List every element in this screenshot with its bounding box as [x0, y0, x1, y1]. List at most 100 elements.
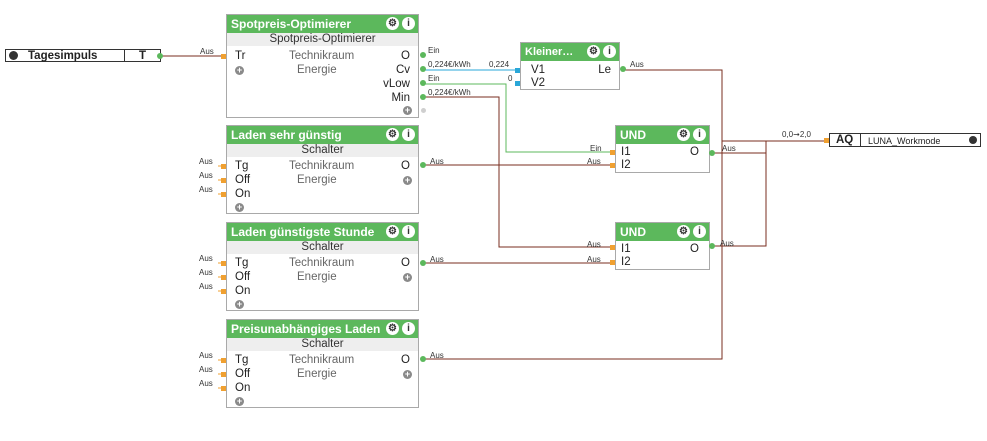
output-value-vlow: Ein [428, 74, 440, 83]
output-label-cv: Cv [395, 64, 410, 76]
block-category: Energie [297, 271, 337, 283]
output-value-cv: 0,224€/kWh [428, 60, 471, 69]
plus-icon[interactable]: + [235, 396, 244, 406]
input-value-off: Aus [199, 268, 213, 277]
wire-spot-vlow-und1 [423, 83, 613, 153]
input-value-i2: Aus [587, 157, 601, 166]
input-pin-on[interactable] [221, 289, 226, 294]
input-value-v1: 0,224 [489, 60, 510, 69]
plus-icon[interactable]: + [235, 65, 244, 75]
output-pin-min[interactable] [420, 94, 426, 100]
output-block-aq[interactable]: AQ LUNA_Workmode [829, 133, 981, 147]
input-pin-off[interactable] [221, 275, 226, 280]
aq-input-pin[interactable] [824, 138, 829, 143]
gear-icon[interactable] [9, 51, 18, 60]
input-label-tg: Tg [235, 160, 249, 172]
input-label-v1: V1 [531, 64, 546, 76]
input-pin-off[interactable] [221, 372, 226, 377]
input-pin-i2[interactable] [610, 163, 615, 168]
input-pin-tg[interactable] [221, 261, 226, 266]
gear-icon[interactable]: ⚙ [587, 45, 600, 58]
input-pin-v1[interactable] [515, 68, 520, 73]
output-label-o: O [401, 354, 410, 366]
input-block-output-pin[interactable] [157, 53, 163, 59]
input-block-tagesimpuls[interactable]: Tagesimpuls T [5, 49, 161, 62]
block-spotpreis-optimierer[interactable]: Spotpreis-Optimierer ⚙i Spotpreis-Optimi… [226, 14, 419, 118]
wire-spot-min-und2 [423, 96, 613, 248]
block-und-2[interactable]: UND ⚙i I1 I2 O [615, 222, 710, 270]
input-pin-i1[interactable] [610, 245, 615, 250]
input-label-off: Off [235, 368, 251, 380]
plus-icon[interactable]: + [403, 272, 412, 282]
input-value-off: Aus [199, 365, 213, 374]
info-icon[interactable]: i [693, 128, 706, 141]
info-icon[interactable]: i [693, 225, 706, 238]
output-pin-o[interactable] [709, 243, 715, 249]
gear-icon[interactable]: ⚙ [677, 128, 690, 141]
plus-icon[interactable]: + [403, 369, 412, 379]
gear-icon[interactable] [969, 136, 977, 144]
input-block-label: Tagesimpuls [28, 50, 98, 62]
plus-icon[interactable]: + [403, 175, 412, 185]
input-value-on: Aus [199, 379, 213, 388]
block-kleiner[interactable]: Kleiner… ⚙i V1 V2 Le [520, 42, 620, 90]
info-icon[interactable]: i [402, 322, 415, 335]
output-pin-o[interactable] [420, 52, 426, 58]
output-value-o: Aus [720, 239, 734, 248]
input-pin-off[interactable] [221, 178, 226, 183]
input-label-off: Off [235, 271, 251, 283]
output-label-o: O [690, 146, 699, 158]
input-pin-tg[interactable] [221, 164, 226, 169]
output-pin-o[interactable] [709, 150, 715, 156]
input-pin-tr[interactable] [221, 54, 226, 59]
output-pin-o[interactable] [420, 260, 426, 266]
block-category: Energie [297, 64, 337, 76]
block-laden-guenstigste-stunde[interactable]: Laden günstigste Stunde ⚙i Schalter Tg O… [226, 222, 419, 311]
input-block-out-value: Aus [200, 47, 214, 56]
gear-icon[interactable]: ⚙ [386, 225, 399, 238]
input-block-type: T [139, 50, 147, 62]
block-type: Schalter [227, 241, 418, 254]
gear-icon[interactable]: ⚙ [677, 225, 690, 238]
plus-icon[interactable]: + [235, 299, 244, 309]
gear-icon[interactable]: ⚙ [386, 128, 399, 141]
output-value-o: Aus [722, 144, 736, 153]
gear-icon[interactable]: ⚙ [386, 17, 399, 30]
output-pin-o[interactable] [420, 162, 426, 168]
input-pin-i2[interactable] [610, 260, 615, 265]
block-und-1[interactable]: UND ⚙i I1 I2 O [615, 125, 710, 173]
input-label-on: On [235, 382, 251, 394]
block-type: Spotpreis-Optimierer [227, 33, 418, 46]
block-title: UND [620, 225, 646, 239]
input-pin-i1[interactable] [610, 150, 615, 155]
input-pin-v2[interactable] [515, 81, 520, 86]
output-value-o: Aus [430, 157, 444, 166]
block-title: Preisunabhängiges Laden [231, 322, 381, 336]
output-pin-le[interactable] [620, 66, 626, 72]
input-label-tg: Tg [235, 354, 249, 366]
aq-input-value: 0,0➞2,0 [782, 130, 811, 139]
input-label-i2: I2 [621, 256, 631, 268]
input-value-v2: 0 [508, 74, 513, 83]
info-icon[interactable]: i [402, 128, 415, 141]
info-icon[interactable]: i [402, 17, 415, 30]
info-icon[interactable]: i [402, 225, 415, 238]
plus-icon[interactable]: + [235, 202, 244, 212]
output-pin-vlow[interactable] [420, 80, 426, 86]
block-preisunabhaengiges-laden[interactable]: Preisunabhängiges Laden ⚙i Schalter Tg O… [226, 319, 419, 408]
input-value-i2: Aus [587, 255, 601, 264]
input-label-off: Off [235, 174, 251, 186]
output-pin-o[interactable] [420, 356, 426, 362]
output-value-o: Aus [430, 255, 444, 264]
wire-und1-aq [711, 141, 767, 154]
output-pin-cv[interactable] [420, 66, 426, 72]
info-icon[interactable]: i [603, 45, 616, 58]
input-pin-on[interactable] [221, 192, 226, 197]
gear-icon[interactable]: ⚙ [386, 322, 399, 335]
input-pin-tg[interactable] [221, 358, 226, 363]
block-laden-sehr-guenstig[interactable]: Laden sehr günstig ⚙i Schalter Tg Off On… [226, 125, 419, 214]
block-room: Technikraum [289, 50, 355, 62]
input-pin-on[interactable] [221, 386, 226, 391]
block-title: Laden günstigste Stunde [231, 225, 375, 239]
plus-icon[interactable]: + [403, 105, 412, 115]
